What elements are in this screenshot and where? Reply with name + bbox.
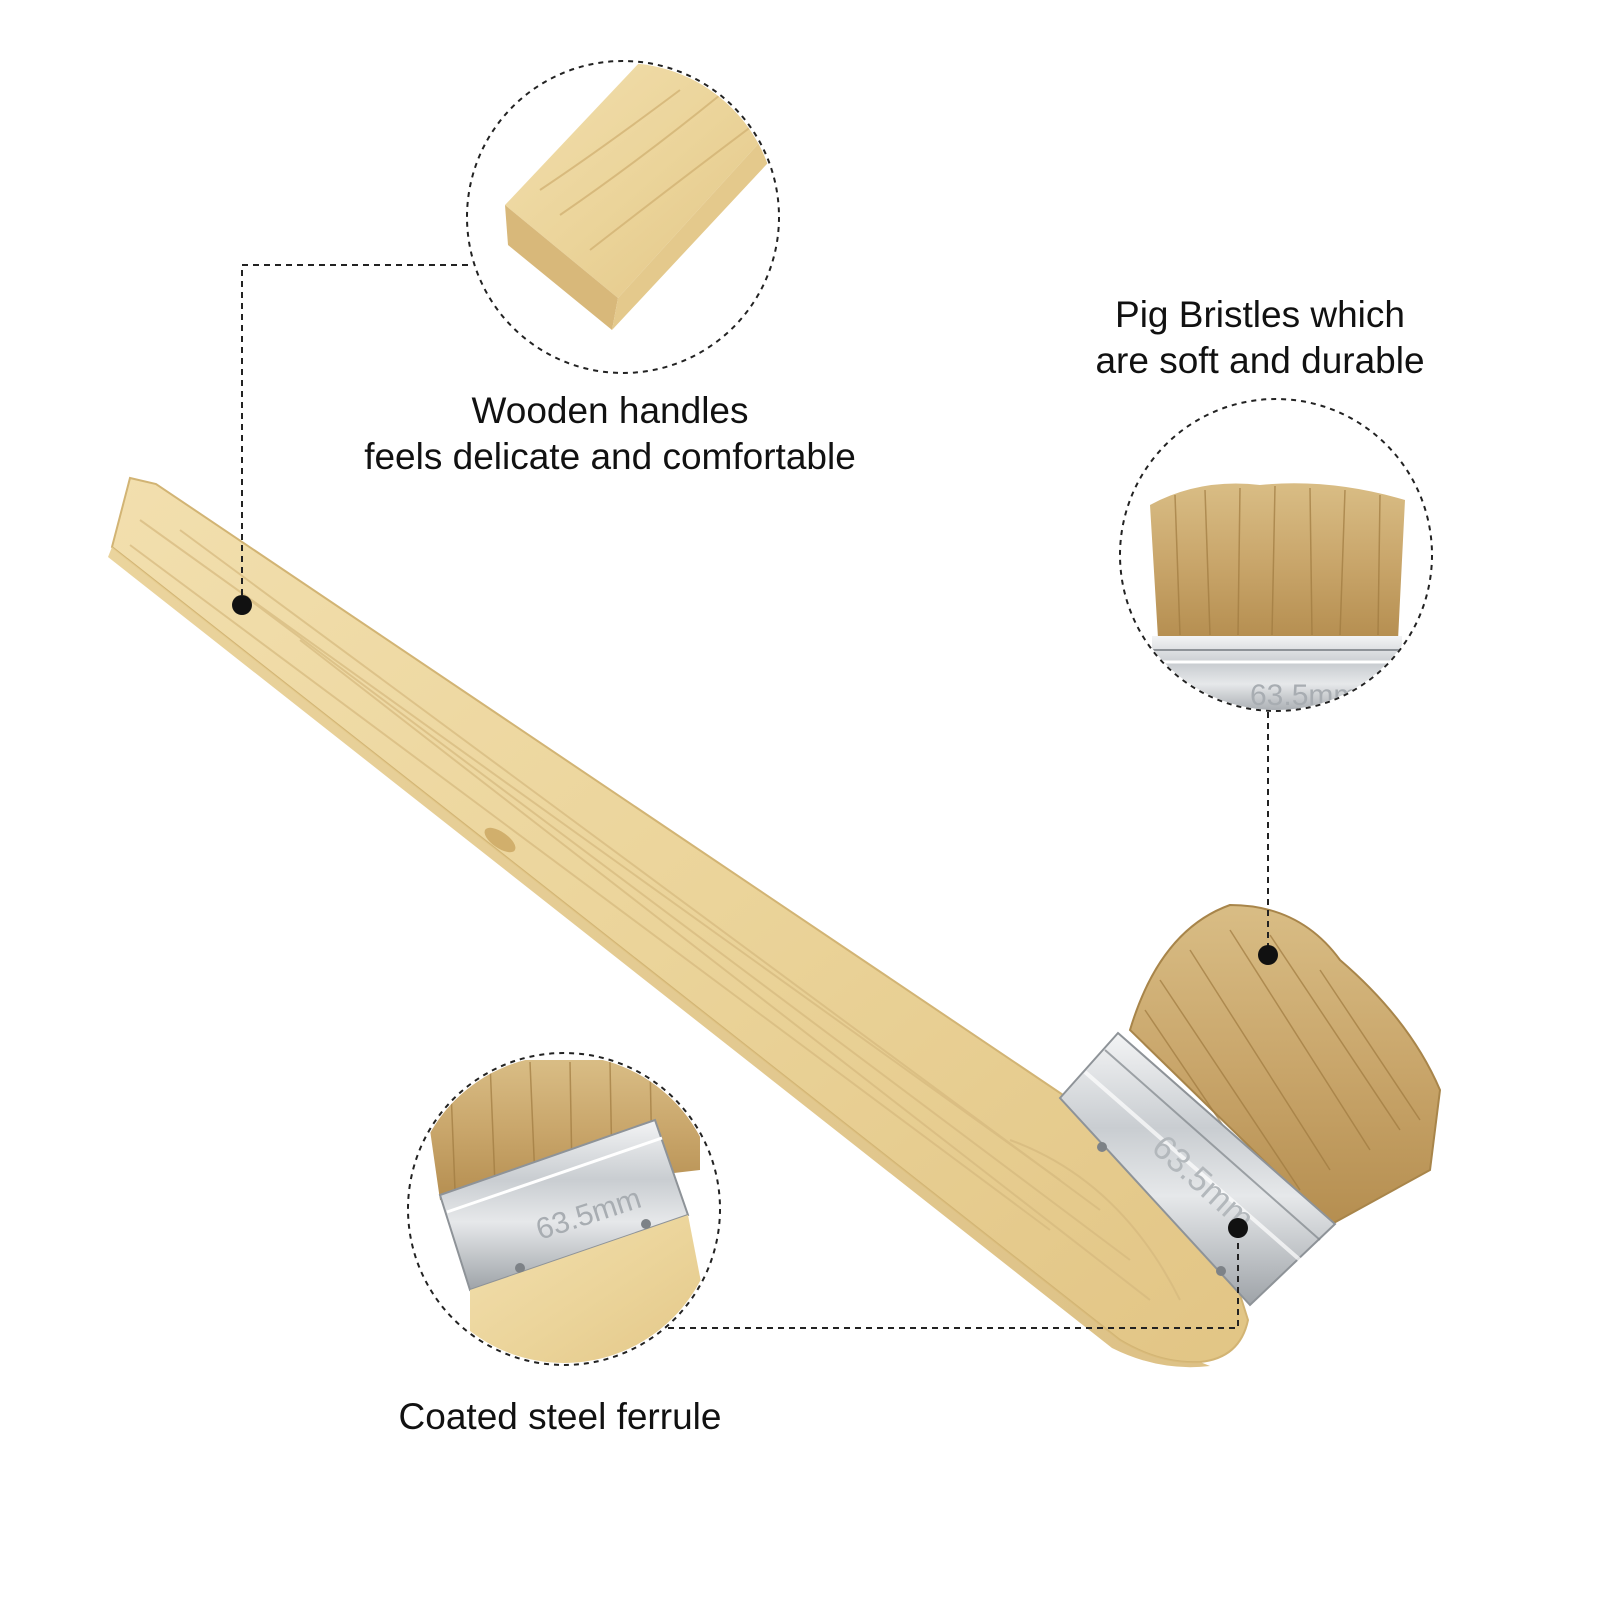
- brush-handle: [110, 476, 1250, 1364]
- callout-handle: [232, 60, 780, 615]
- callout-ferrule: 63.5mm: [407, 1052, 1248, 1366]
- caption-bristles-line2: are soft and durable: [1095, 340, 1425, 381]
- pointer-dot-handle: [232, 595, 252, 615]
- callout-bristles: 63.5mm: [1119, 398, 1433, 965]
- ferrule-rivet: [1097, 1142, 1107, 1152]
- brush-bristles: [1128, 903, 1442, 1227]
- caption-handle-line2: feels delicate and comfortable: [364, 436, 856, 477]
- leader-line-handle: [241, 264, 468, 605]
- caption-ferrule: Coated steel ferrule: [380, 1394, 740, 1440]
- ferrule-rivet: [1216, 1266, 1226, 1276]
- leader-line-ferrule: [668, 1228, 1239, 1329]
- caption-bristles: Pig Bristles which are soft and durable: [1085, 292, 1435, 384]
- caption-ferrule-text: Coated steel ferrule: [398, 1396, 722, 1437]
- wood-knot: [484, 827, 516, 853]
- wood-grain: [129, 519, 1181, 1301]
- brush-ferrule: 63.5mm: [1058, 1031, 1337, 1307]
- caption-handle: Wooden handles feels delicate and comfor…: [350, 388, 870, 480]
- caption-bristles-line1: Pig Bristles which: [1115, 294, 1405, 335]
- pointer-dot-ferrule: [1228, 1218, 1248, 1238]
- caption-handle-line1: Wooden handles: [471, 390, 749, 431]
- pointer-dot-bristles: [1258, 945, 1278, 965]
- bristles-closeup: [1150, 483, 1405, 640]
- handle-closeup: [505, 63, 777, 298]
- paint-brush: 63.5mm: [108, 476, 1442, 1368]
